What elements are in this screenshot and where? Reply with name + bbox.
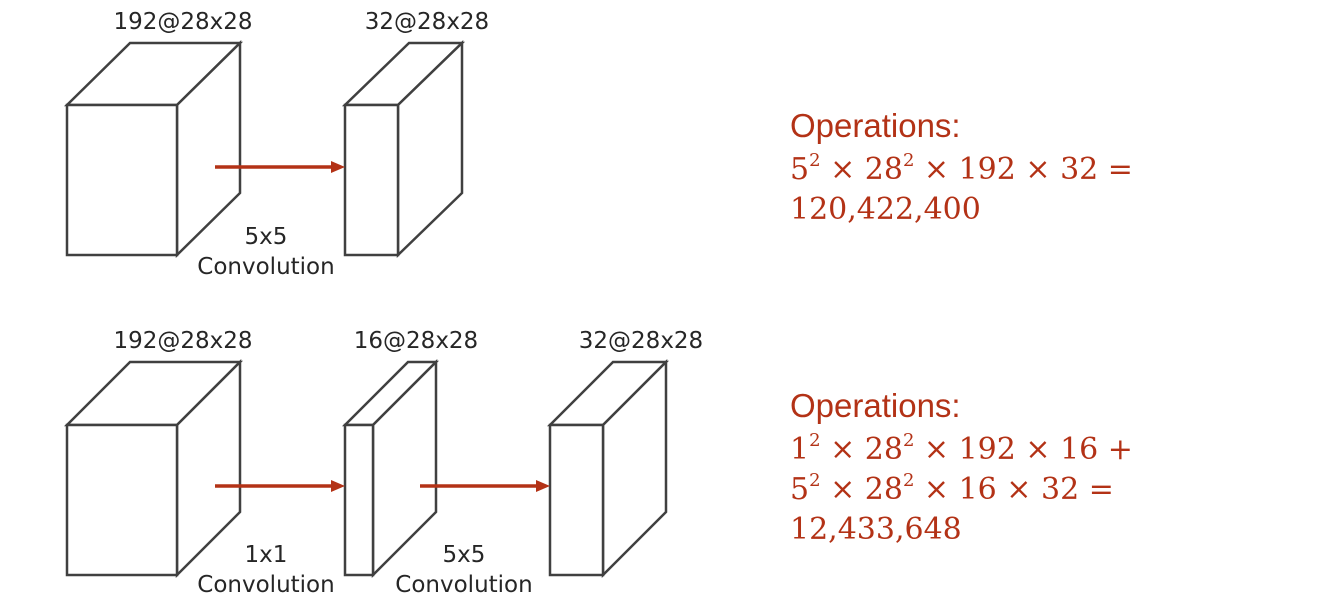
bottom-conv2-size: 5x5	[443, 542, 486, 568]
bottom-output-label: 32@28x28	[579, 328, 703, 354]
bottom-ops-result: 12,433,648	[790, 512, 962, 547]
bottom-ops-title: Operations:	[790, 387, 961, 424]
top-ops-title: Operations:	[790, 107, 961, 144]
bottom-conv2-arrow	[420, 480, 550, 492]
bottom-ops-formula-1: 12 × 282 × 192 × 16 +	[790, 430, 1133, 467]
top-output-label: 32@28x28	[365, 9, 489, 35]
bottom-input-volume	[63, 358, 244, 579]
top-output-volume	[341, 40, 466, 258]
bottom-conv1-word: Convolution	[197, 572, 334, 598]
top-conv-arrow	[215, 161, 345, 173]
bottom-output-volume	[546, 358, 670, 579]
bottom-conv2-word: Convolution	[395, 572, 532, 598]
bottom-input-label: 192@28x28	[113, 328, 252, 354]
top-ops-formula: 52 × 282 × 192 × 32 =	[790, 150, 1133, 187]
top-ops-result: 120,422,400	[790, 192, 981, 227]
bottom-middle-label: 16@28x28	[354, 328, 478, 354]
top-diagram: 192@28x28 32@28x28 5x5 Convolution	[63, 9, 489, 280]
bottom-ops-formula-2: 52 × 282 × 16 × 32 =	[790, 470, 1114, 507]
bottom-operations: Operations: 12 × 282 × 192 × 16 + 52 × 2…	[790, 387, 1133, 547]
top-input-label: 192@28x28	[113, 9, 252, 35]
bottom-conv1-size: 1x1	[245, 542, 288, 568]
top-conv-word: Convolution	[197, 254, 334, 280]
top-input-volume	[63, 40, 244, 258]
bottom-middle-volume	[341, 358, 440, 579]
bottom-conv1-arrow	[215, 480, 345, 492]
top-operations: Operations: 52 × 282 × 192 × 32 = 120,42…	[790, 107, 1133, 227]
top-conv-size: 5x5	[245, 224, 288, 250]
bottom-diagram: 192@28x28 16@28x28 32@28x28	[63, 328, 703, 598]
